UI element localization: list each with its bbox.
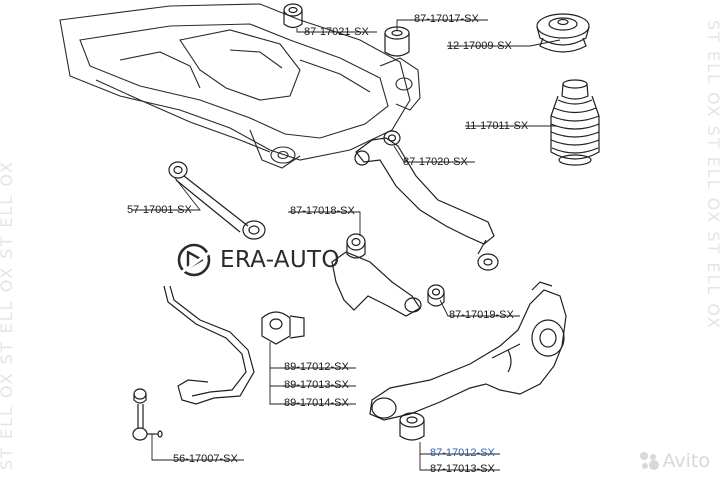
- era-auto-emblem-icon: [177, 243, 211, 277]
- era-auto-logo: ERA-AUTO: [176, 242, 340, 278]
- part-label-87-17018: 87-17018-SX: [290, 205, 355, 217]
- lower-arm: [331, 251, 422, 317]
- part-label-56-17007: 56-17007-SX: [173, 453, 238, 465]
- avito-dots-icon: [639, 452, 659, 470]
- watermark-stripes: ST ELL OX ST ELL OX ST ELL OX ST ELL OX …: [0, 20, 720, 470]
- logo-text: ERA-AUTO: [220, 247, 340, 273]
- strut-mount-12-17009: [536, 13, 590, 53]
- knuckle-trailing-arm: [369, 281, 567, 421]
- avito-watermark: Avito: [638, 450, 710, 472]
- part-label-57-17001: 57-17001-SX: [127, 204, 192, 216]
- bushing-87-17017: [384, 26, 410, 57]
- part-label-87-17013: 87-17013-SX: [430, 463, 495, 475]
- bushing-87-17019: [427, 284, 445, 307]
- bellows-11-17011: [550, 79, 600, 166]
- arm-87-17020: [354, 130, 499, 271]
- stabilizer-bushing-89: [261, 311, 305, 345]
- svg-text:ST ELL OX ST ELL OX ST ELL O: ST ELL OX ST ELL OX ST ELL OX: [704, 20, 720, 330]
- svg-text:ST ELL OX ST ELL OX ST ELL O: ST ELL OX ST ELL OX ST ELL OX: [0, 160, 16, 470]
- drop-link-56-17007: [132, 388, 163, 441]
- bushing-87-17021: [283, 3, 303, 29]
- leader-lines: [132, 19, 561, 471]
- part-label-87-17017: 87-17017-SX: [414, 13, 479, 25]
- part-label-87-17019: 87-17019-SX: [449, 309, 514, 321]
- avito-text: Avito: [662, 450, 710, 472]
- part-label-87-17012: 87-17012-SX: [430, 447, 495, 459]
- part-label-87-17021: 87-17021-SX: [304, 26, 369, 38]
- bushing-87-17018: [346, 233, 366, 259]
- link-57-17001: [168, 161, 266, 240]
- part-label-89-17014: 89-17014-SX: [284, 397, 349, 409]
- part-label-12-17009: 12-17009-SX: [447, 40, 512, 52]
- part-label-89-17012: 89-17012-SX: [284, 361, 349, 373]
- stabilizer-bar: [163, 285, 255, 405]
- part-label-89-17013: 89-17013-SX: [284, 379, 349, 391]
- part-label-87-17020: 87-17020-SX: [403, 156, 468, 168]
- bushing-87-17012: [399, 412, 425, 441]
- part-label-11-17011: 11-17011-SX: [465, 120, 529, 132]
